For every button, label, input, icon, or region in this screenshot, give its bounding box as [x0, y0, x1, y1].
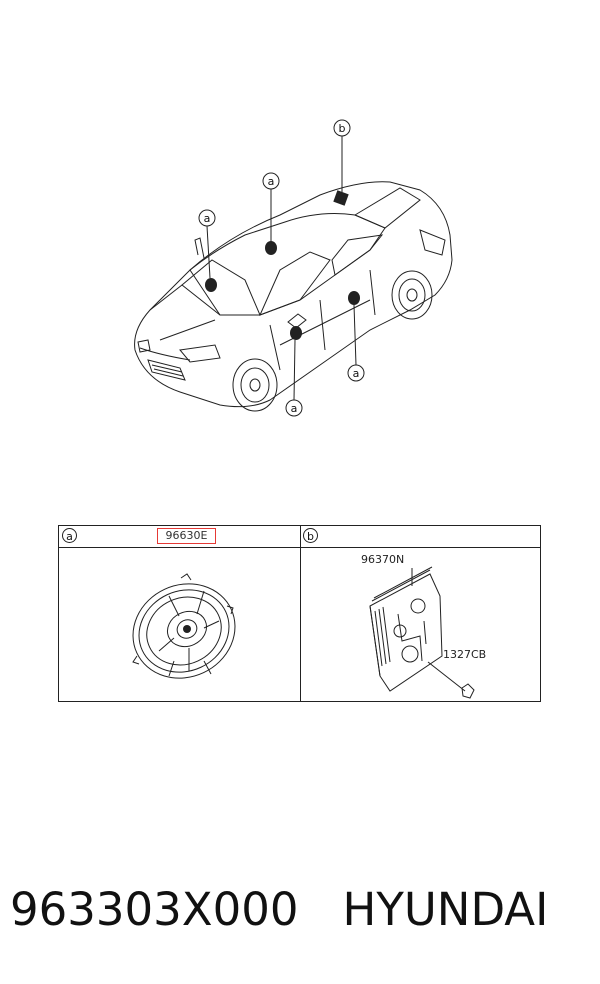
parts-column-a-header: a 96630E	[59, 526, 300, 548]
callout-b-rear: b	[339, 122, 346, 135]
speaker-icon	[132, 573, 236, 679]
car-exploded-diagram: a a b a a	[134, 119, 453, 417]
bolt-part-number: 1327CB	[443, 648, 487, 661]
speaker-spot-door-front	[290, 326, 302, 340]
parts-column-a: a 96630E	[59, 526, 301, 701]
parts-column-b-header: b	[300, 526, 540, 548]
amp-spot-rear	[333, 190, 349, 206]
column-a-part-number[interactable]: 96630E	[157, 528, 216, 544]
column-a-letter: a	[62, 528, 77, 543]
speaker-spot-door-rear	[348, 291, 360, 305]
callout-a-front: a	[268, 175, 275, 188]
part-caption: 963303X000 HYUNDAI	[10, 880, 590, 940]
speaker-spot-dash	[205, 278, 217, 292]
callout-a-door-front: a	[291, 402, 298, 415]
brand-caption: HYUNDAI	[342, 883, 549, 936]
callout-a-door-rear: a	[353, 367, 360, 380]
amplifier-part-number: 96370N	[361, 553, 405, 566]
part-number-caption: 963303X000	[10, 883, 299, 936]
callout-a-dash: a	[204, 212, 211, 225]
parts-table: a 96630E b 96370N 1327CB	[58, 525, 541, 702]
column-b-letter: b	[303, 528, 318, 543]
amplifier-icon	[369, 566, 475, 699]
parts-column-b: b 96370N 1327CB	[300, 526, 540, 701]
speaker-spot-front	[265, 241, 277, 255]
